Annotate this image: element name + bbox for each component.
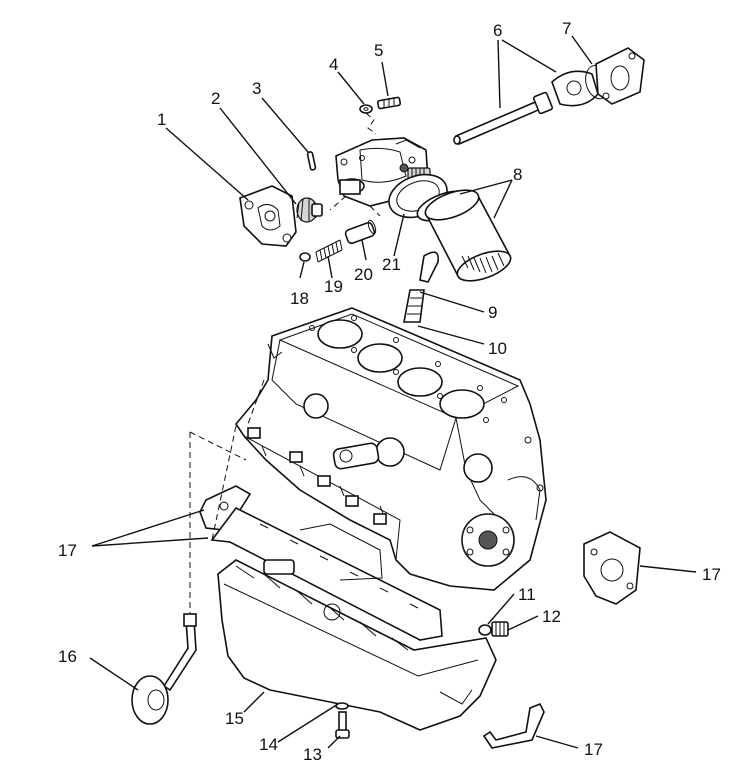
oil-pickup-strainer [131, 613, 197, 725]
callout-12: 12 [542, 607, 561, 626]
callout-2: 2 [211, 89, 220, 108]
engine-cylinder-block [235, 307, 547, 591]
callout-20: 20 [354, 265, 373, 284]
relief-valve-spring [315, 239, 343, 263]
bolt-washer [359, 104, 373, 114]
rear-main-seal-retainer [482, 702, 545, 749]
assembly-line [365, 112, 377, 135]
assembly-line [329, 195, 381, 217]
oil-pan-gasket-side [210, 506, 443, 641]
callout-7: 7 [562, 19, 571, 38]
callout-3: 3 [252, 79, 261, 98]
pan-bolt [335, 711, 350, 739]
callout-16: 16 [58, 647, 77, 666]
callout-labels: 1 2 3 4 5 6 7 8 9 10 11 12 13 14 15 16 1… [58, 19, 721, 764]
relief-valve-washer [299, 252, 311, 262]
oil-filter [424, 189, 512, 282]
callout-19: 19 [324, 277, 343, 296]
rear-seal-gasket [583, 531, 641, 605]
callout-9: 9 [488, 303, 497, 322]
oil-pump-pin [306, 151, 317, 171]
callout-6: 6 [493, 21, 502, 40]
callout-1: 1 [157, 110, 166, 129]
callout-4: 4 [329, 55, 338, 74]
callout-21: 21 [382, 255, 401, 274]
callout-14: 14 [259, 735, 278, 754]
callout-5: 5 [374, 41, 383, 60]
drain-plug [491, 621, 509, 637]
dipstick-handle [419, 251, 440, 283]
alignment-lines [189, 379, 265, 614]
callout-8: 8 [513, 165, 522, 184]
pump-end-cover [595, 47, 645, 105]
callout-18: 18 [290, 289, 309, 308]
drain-plug-washer [478, 624, 492, 636]
dipstick-tube [403, 289, 425, 323]
callout-11: 11 [518, 585, 536, 604]
callout-17-right: 17 [702, 565, 721, 584]
oil-pump-cover-plate [239, 185, 297, 247]
leader-lines [89, 35, 697, 749]
oil-pump-drive-gear [296, 197, 323, 223]
callout-10: 10 [488, 339, 507, 358]
callout-15: 15 [225, 709, 244, 728]
oil-pump-drive-shaft [453, 70, 599, 146]
oil-pan [217, 523, 497, 731]
callout-17-left: 17 [58, 541, 77, 560]
callout-17-bottom: 17 [584, 740, 603, 759]
callout-13: 13 [303, 745, 322, 764]
mounting-bolt [376, 96, 402, 110]
relief-valve-plunger [344, 219, 377, 245]
